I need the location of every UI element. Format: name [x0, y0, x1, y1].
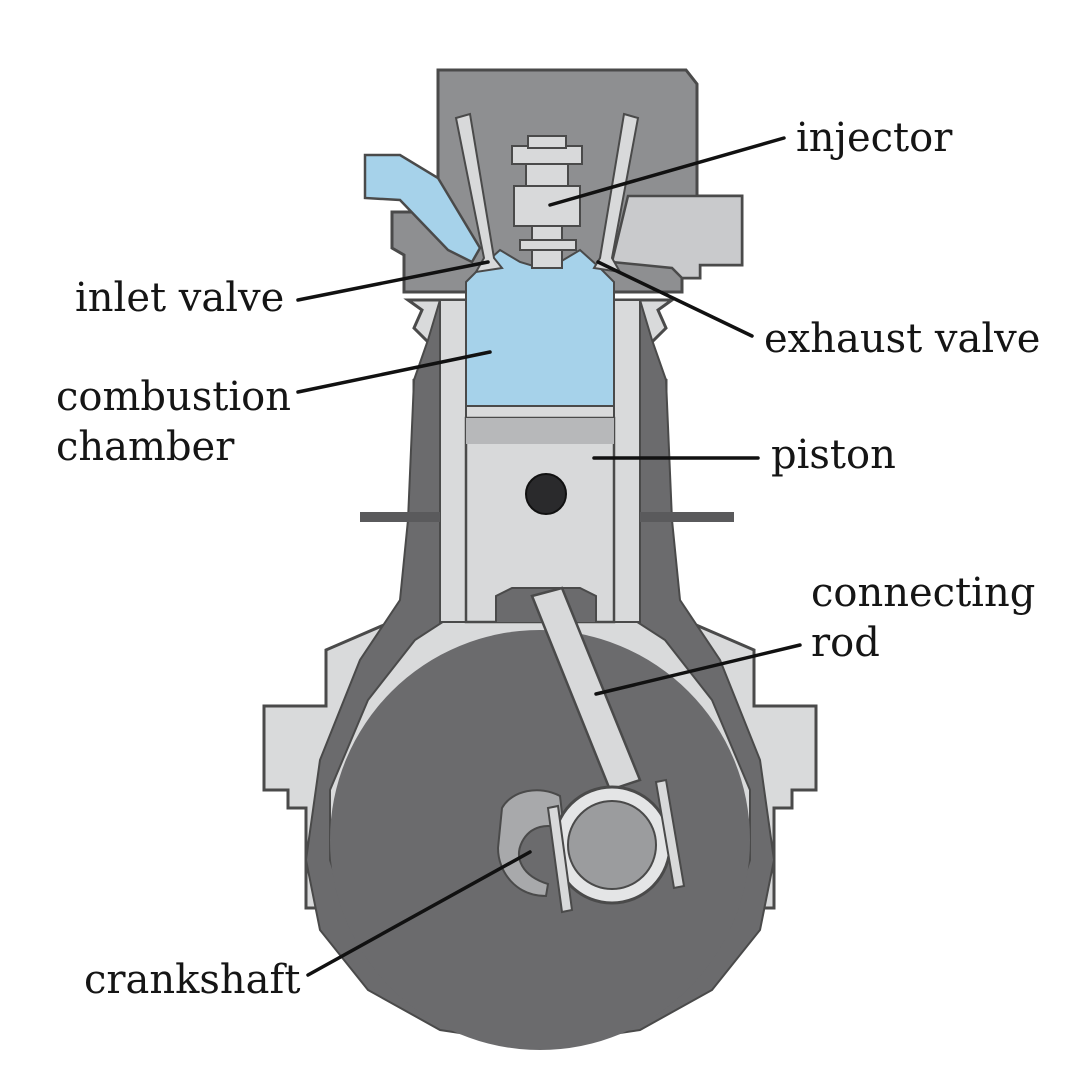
leader-injector — [548, 136, 786, 207]
label-piston: piston — [771, 430, 896, 480]
label-combustion-line1: combustion — [56, 374, 292, 420]
piston-crown — [466, 418, 614, 444]
leader-inlet-valve — [296, 260, 490, 302]
label-connecting-rod: connecting rod — [811, 568, 1035, 668]
label-conrod-line1: connecting — [811, 570, 1036, 616]
inlet-valve — [454, 112, 504, 274]
label-inlet-valve: inlet valve — [75, 273, 284, 323]
leader-combustion-chamber — [296, 350, 492, 394]
label-exhaust-valve-text: exhaust valve — [764, 316, 1041, 362]
leader-crankshaft — [306, 850, 532, 977]
exhaust-port — [610, 194, 744, 280]
block-fin-left — [360, 512, 440, 522]
bearing-bolt-left — [546, 804, 574, 914]
crank-pin — [567, 800, 657, 890]
leader-exhaust-valve — [596, 260, 754, 338]
crankshaft-web — [496, 789, 566, 898]
label-injector-text: injector — [796, 115, 953, 161]
bearing-bolt-right — [654, 778, 686, 890]
leader-connecting-rod — [594, 643, 802, 696]
label-inlet-valve-text: inlet valve — [75, 275, 285, 321]
crank-case-circle — [330, 630, 750, 1050]
label-crankshaft-text: crankshaft — [84, 957, 301, 1003]
block-fin-right — [640, 512, 734, 522]
label-crankshaft: crankshaft — [84, 955, 300, 1005]
label-injector: injector — [796, 113, 952, 163]
label-conrod-line2: rod — [811, 620, 880, 666]
label-exhaust-valve: exhaust valve — [764, 314, 1040, 364]
injector-body — [511, 135, 583, 269]
cylinder-wall-left — [439, 299, 467, 623]
label-piston-text: piston — [771, 432, 896, 478]
inlet-port — [363, 153, 482, 264]
cylinder-wall-right — [613, 299, 641, 623]
connecting-rod — [530, 586, 642, 792]
label-combustion-line2: chamber — [56, 424, 235, 470]
label-combustion-chamber: combustion chamber — [56, 372, 291, 472]
combustion-chamber — [465, 248, 615, 407]
piston-pin — [525, 473, 567, 515]
